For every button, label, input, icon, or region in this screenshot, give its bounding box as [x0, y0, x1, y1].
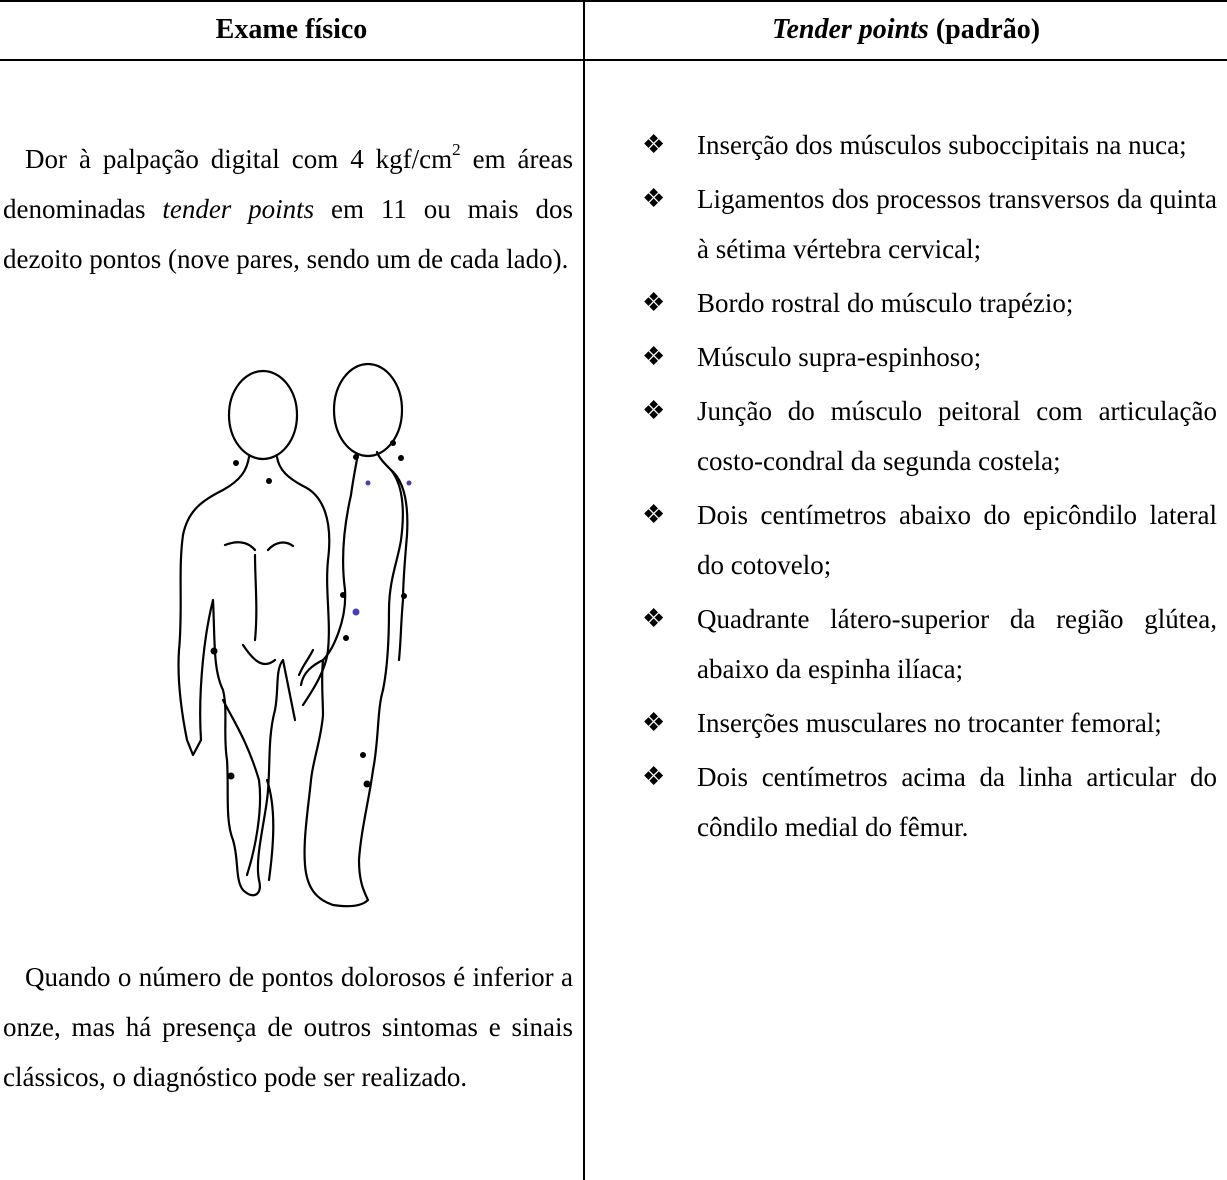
tender-point-dots [210, 440, 407, 788]
list-item: ❖ Inserção dos músculos suboccipitais na … [642, 120, 1217, 170]
list-item-text: Junção do músculo peitoral com articulaç… [697, 396, 1217, 476]
bullet-icon: ❖ [642, 708, 666, 737]
para1-italic-term: tender points [162, 194, 315, 224]
right-figure-hand [297, 648, 325, 687]
list-item: ❖ Músculo supra-espinhoso; [642, 332, 1217, 382]
diagnosis-note-paragraph: Quando o número de pontos dolorosos é in… [3, 962, 573, 1092]
list-item-text: Músculo supra-espinhoso; [697, 342, 982, 372]
list-item: ❖ Dois centímetros acima da linha articul… [642, 752, 1217, 852]
bullet-icon: ❖ [642, 396, 666, 425]
column-divider [583, 0, 585, 1180]
header-italic: Tender points [771, 14, 929, 45]
tender-point-dots-blue [352, 480, 412, 616]
bullet-icon: ❖ [642, 288, 666, 317]
header-rule [0, 59, 1227, 61]
left-figure-chest [223, 541, 295, 552]
left-figure-legs [221, 698, 275, 882]
list-item: ❖ Quadrante látero-superior da região glú… [642, 594, 1217, 694]
list-item-text: Quadrante látero-superior da região glút… [697, 604, 1217, 684]
list-item-text: Inserções musculares no trocanter femora… [697, 708, 1162, 738]
right-figure-body [303, 450, 404, 908]
para1-part-b: em áreas denominadas [3, 144, 573, 224]
bullet-icon: ❖ [642, 762, 666, 791]
para1-part-d: em 11 ou mais dos dezoito pontos (nove p… [3, 194, 573, 274]
left-figure-right-side [275, 455, 331, 707]
list-item: ❖ Ligamentos dos processos transversos da… [642, 174, 1217, 274]
list-item: ❖ Inserções musculares no trocanter femor… [642, 698, 1217, 748]
tender-points-figure [177, 362, 412, 908]
list-item-text: Bordo rostral do músculo trapézio; [697, 288, 1074, 318]
list-item: ❖ Dois centímetros abaixo do epicôndilo l… [642, 490, 1217, 590]
bullet-icon: ❖ [642, 604, 666, 633]
para1-part-a: Dor à palpação digital com 4 kgf/cm [25, 144, 453, 174]
list-item-text: Ligamentos dos processos transversos da … [697, 184, 1217, 264]
bullet-icon: ❖ [642, 500, 666, 529]
list-item-text: Dois centímetros abaixo do epicôndilo la… [697, 500, 1217, 580]
tender-points-list: ❖ Inserção dos músculos suboccipitais na … [642, 120, 1217, 856]
bullet-icon: ❖ [642, 130, 666, 159]
left-figure-head [227, 369, 299, 461]
bullet-icon: ❖ [642, 184, 666, 213]
list-item-text: Inserção dos músculos suboccipitais na n… [697, 130, 1187, 160]
left-figure-body [177, 455, 297, 897]
list-item-text: Dois centímetros acima da linha articula… [697, 762, 1217, 842]
right-figure-arm [389, 468, 409, 662]
bullet-icon: ❖ [642, 342, 666, 371]
para1-superscript: 2 [452, 140, 461, 159]
list-item: ❖ Junção do músculo peitoral com articula… [642, 386, 1217, 486]
list-item: ❖ Bordo rostral do músculo trapézio; [642, 278, 1217, 328]
right-figure-head [332, 362, 404, 458]
top-rule [0, 0, 1227, 2]
header-rest: (padrão) [928, 14, 1041, 45]
left-figure-midline [241, 553, 277, 666]
column-header-tender-points: Tender points (padrão) [585, 8, 1227, 52]
exam-paragraph: Dor à palpação digital com 4 kgf/cm2 em … [3, 134, 573, 284]
column-header-exame-fisico: Exame físico [215, 14, 368, 45]
